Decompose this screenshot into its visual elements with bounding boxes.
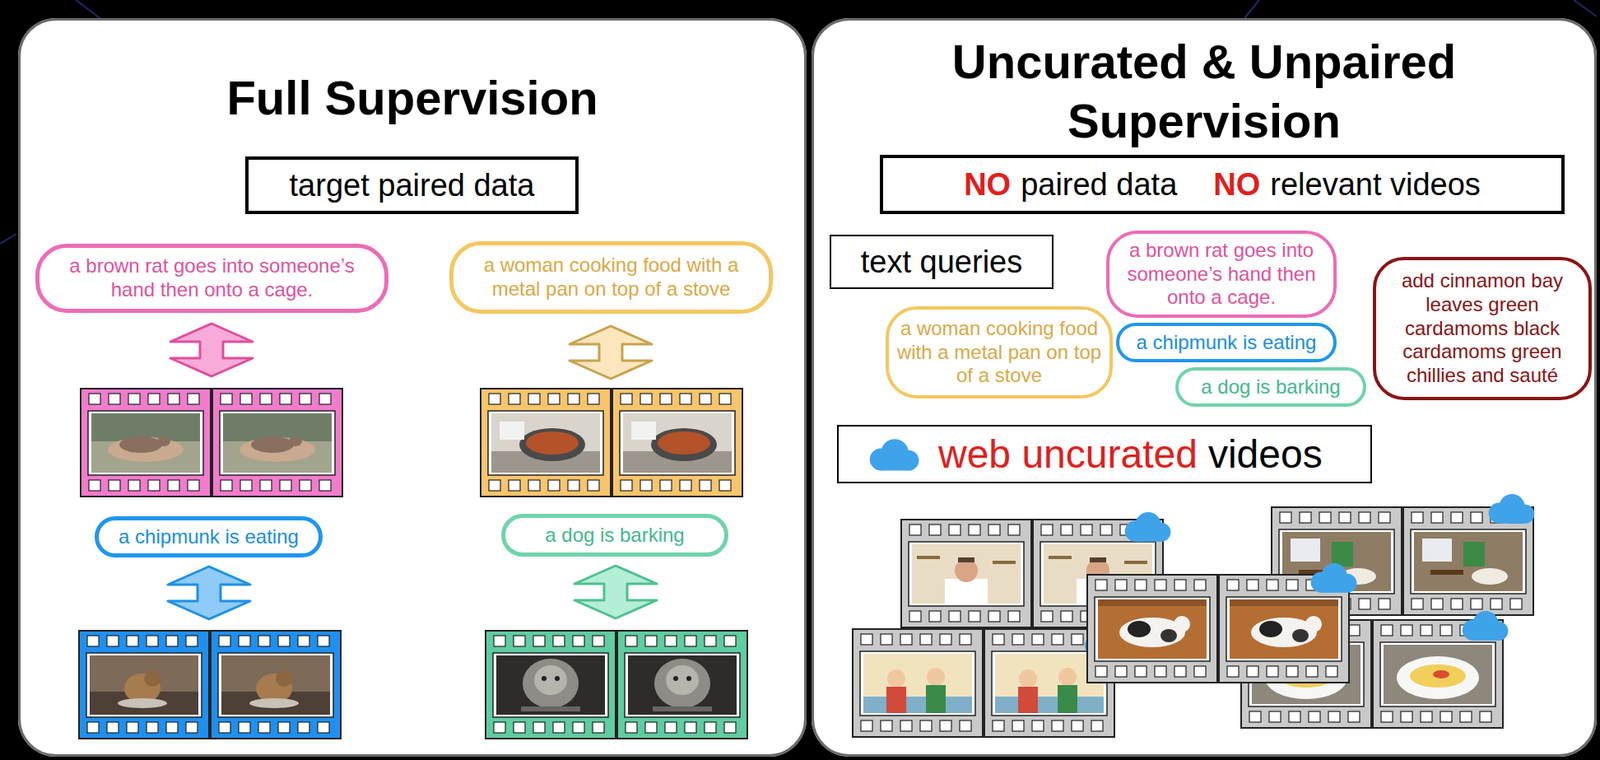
film-frame bbox=[617, 630, 748, 739]
film-frame bbox=[612, 388, 743, 497]
video-still bbox=[491, 413, 600, 473]
caption-text: add cinnamon bay leaves green cardamoms … bbox=[1389, 269, 1576, 388]
caption-pill: a dog is barking bbox=[1175, 367, 1367, 407]
filmstrip bbox=[485, 630, 748, 739]
caption-pill: a chipmunk is eating bbox=[94, 516, 323, 558]
caption-pill: a woman cooking food with a metal pan on… bbox=[885, 306, 1113, 399]
cloud-icon bbox=[1462, 610, 1509, 641]
streak bbox=[0, 233, 17, 244]
label-box: text queries bbox=[829, 234, 1054, 289]
video-still bbox=[223, 413, 332, 473]
film-frame bbox=[480, 388, 611, 497]
box-label: target paired data bbox=[289, 167, 535, 204]
box-label: NO bbox=[1213, 167, 1261, 203]
box-label: videos bbox=[1208, 431, 1323, 477]
film-frame bbox=[80, 388, 211, 497]
film-frame bbox=[210, 630, 341, 739]
caption-text: a chipmunk is eating bbox=[1136, 330, 1317, 355]
film-frame bbox=[485, 630, 616, 739]
panel-title: Uncurated & Unpaired Supervision bbox=[912, 32, 1496, 151]
caption-pill: a chipmunk is eating bbox=[1116, 322, 1337, 363]
film-frame bbox=[901, 519, 1032, 628]
box-label: web uncurated bbox=[938, 431, 1198, 477]
streak bbox=[1244, 0, 1260, 19]
caption-text: a woman cooking food with a metal pan on… bbox=[474, 253, 748, 302]
supervision-panel: Full Supervision target paired data a brow… bbox=[18, 18, 807, 757]
filmstrip bbox=[1087, 574, 1349, 683]
video-still bbox=[1229, 599, 1339, 659]
box-label: NO bbox=[963, 167, 1011, 203]
filmstrip bbox=[852, 628, 1115, 737]
double-arrow bbox=[574, 565, 657, 619]
cloud-icon bbox=[1125, 511, 1172, 542]
box-label: relevant videos bbox=[1269, 167, 1481, 203]
streak bbox=[1573, 0, 1597, 17]
caption-text: a brown rat goes into someone’s hand the… bbox=[60, 254, 363, 303]
video-still bbox=[911, 544, 1021, 604]
film-frame bbox=[79, 630, 210, 739]
cloud-icon bbox=[869, 438, 920, 470]
video-still bbox=[91, 413, 200, 473]
condition-box: NOpaired dataNOrelevant videos bbox=[879, 154, 1565, 214]
video-still bbox=[221, 655, 331, 715]
caption-pill: add cinnamon bay leaves green cardamoms … bbox=[1372, 256, 1592, 400]
panel-ground bbox=[18, 18, 807, 757]
panel-title: Full Supervision bbox=[119, 68, 706, 128]
caption-text: a dog is barking bbox=[1200, 375, 1340, 400]
film-frame bbox=[212, 388, 343, 497]
label-box: target paired data bbox=[245, 156, 579, 214]
filmstrip bbox=[480, 388, 743, 497]
double-arrow bbox=[170, 323, 253, 377]
video-still bbox=[627, 655, 737, 715]
streak bbox=[75, 0, 103, 20]
film-frame bbox=[1087, 574, 1218, 683]
cloud-icon bbox=[1311, 562, 1358, 593]
caption-text: a woman cooking food with a metal pan on… bbox=[895, 316, 1103, 388]
double-arrow bbox=[569, 325, 652, 379]
video-still bbox=[496, 655, 605, 715]
video-still bbox=[89, 655, 199, 715]
source-box: web uncuratedvideos bbox=[837, 424, 1373, 484]
box-label: paired data bbox=[1020, 167, 1177, 203]
panel-ground bbox=[811, 18, 1597, 757]
caption-text: a chipmunk is eating bbox=[118, 525, 299, 549]
double-arrow bbox=[167, 566, 251, 619]
supervision-panel: Uncurated & Unpaired SupervisionNOpaired… bbox=[811, 18, 1597, 757]
caption-text: a brown rat goes into someone’s hand the… bbox=[1124, 238, 1319, 310]
video-still bbox=[1413, 531, 1523, 591]
filmstrip bbox=[80, 388, 343, 497]
caption-pill: a dog is barking bbox=[501, 513, 729, 557]
filmstrip bbox=[79, 630, 341, 739]
video-still bbox=[1097, 599, 1207, 659]
caption-pill: a brown rat goes into someone’s hand the… bbox=[1106, 230, 1337, 318]
video-still bbox=[1383, 644, 1493, 704]
video-still bbox=[623, 413, 732, 473]
caption-pill: a brown rat goes into someone’s hand the… bbox=[35, 243, 389, 313]
cloud-icon bbox=[1488, 493, 1535, 524]
caption-text: a dog is barking bbox=[544, 523, 684, 548]
video-still bbox=[863, 653, 973, 713]
box-label: text queries bbox=[860, 244, 1023, 280]
film-frame bbox=[852, 628, 983, 737]
caption-pill: a woman cooking food with a metal pan on… bbox=[449, 241, 773, 314]
